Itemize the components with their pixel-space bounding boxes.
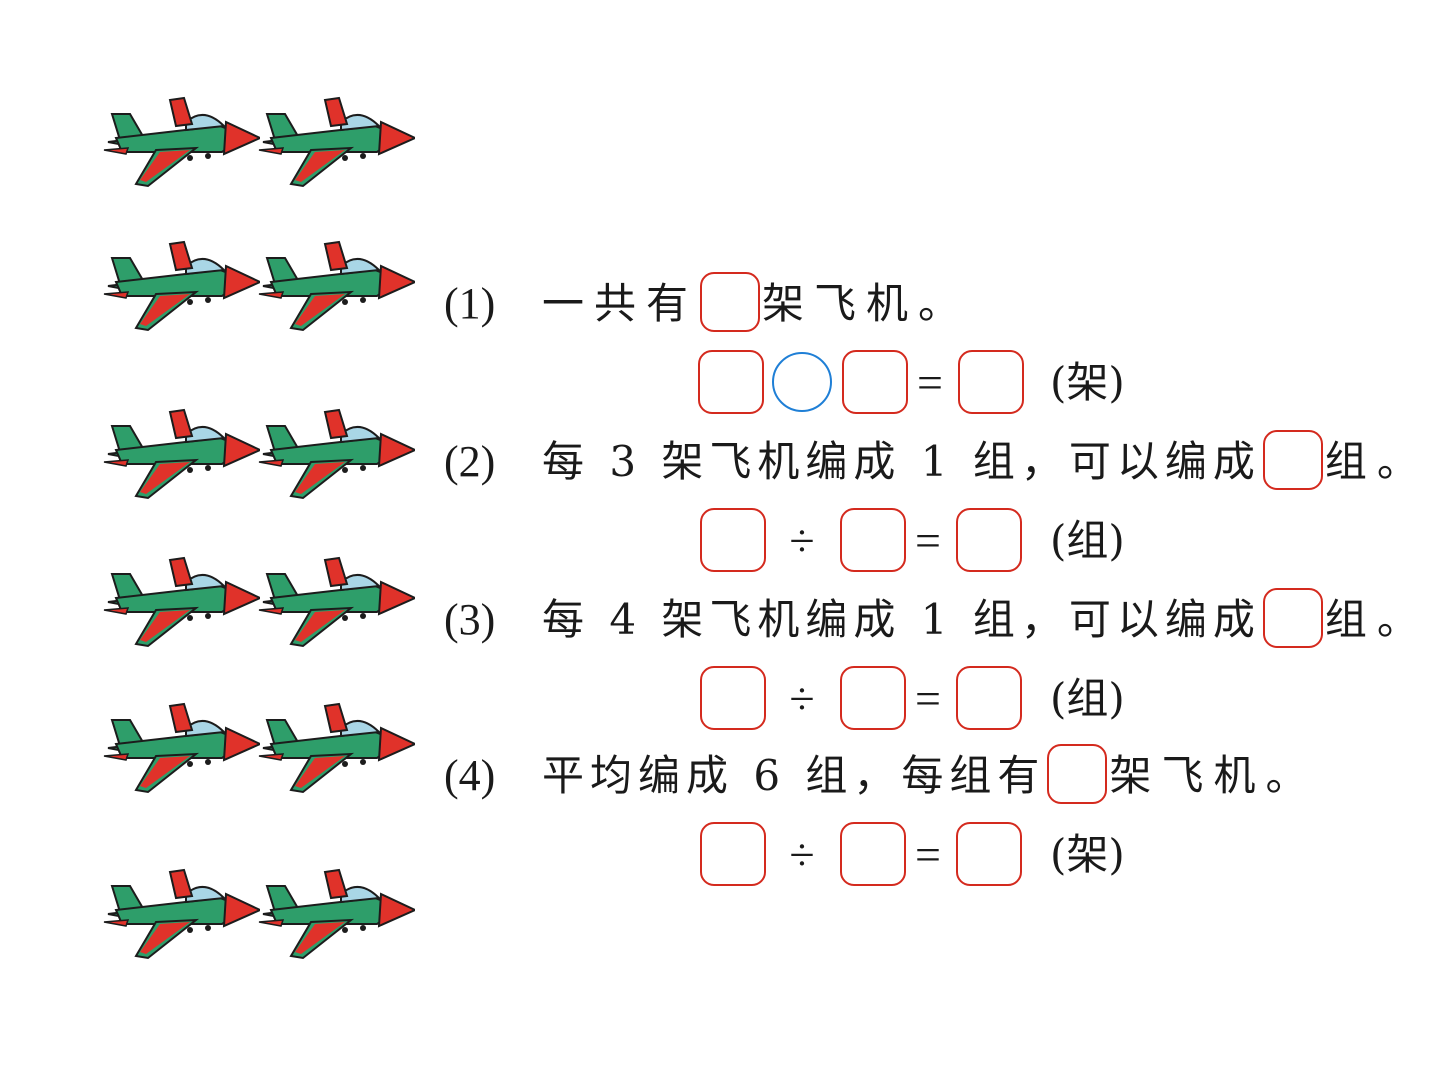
question-text-after: 架飞机。 — [1109, 751, 1318, 800]
plane-row — [100, 92, 420, 192]
plane-icon — [258, 241, 415, 331]
equation-box[interactable] — [956, 666, 1022, 730]
equation-box[interactable] — [840, 508, 906, 572]
question-3: (3) 每 4 架飞机编成 1 组，可以编成 组。 — [444, 588, 1429, 652]
equation-2: ÷ = (组) — [700, 508, 1160, 574]
equation-box[interactable] — [700, 666, 766, 730]
question-text: 每 4 架飞机编成 1 组，可以编成 — [542, 595, 1261, 644]
plane-illustration — [100, 0, 430, 1080]
equation-box[interactable] — [840, 666, 906, 730]
unit-label: (组) — [1050, 674, 1125, 723]
answer-box[interactable] — [700, 272, 761, 332]
plane-icon — [103, 703, 260, 793]
plane-icon — [258, 97, 415, 187]
equation-box[interactable] — [958, 350, 1024, 414]
equation-1: = (架) — [698, 350, 1158, 416]
question-text-after: 组。 — [1324, 437, 1429, 486]
answer-box[interactable] — [1262, 588, 1323, 648]
question-number: (2) — [444, 437, 496, 486]
plane-row — [100, 864, 420, 964]
divide-sign: ÷ — [789, 515, 815, 566]
plane-icon — [103, 241, 260, 331]
equation-box[interactable] — [840, 822, 906, 886]
plane-icon — [258, 869, 415, 959]
equals-sign: = — [915, 829, 941, 880]
equation-4: ÷ = (架) — [700, 822, 1160, 888]
equation-3: ÷ = (组) — [700, 666, 1160, 732]
plane-icon — [103, 409, 260, 499]
equals-sign: = — [915, 515, 941, 566]
question-4: (4) 平均编成 6 组，每组有 架飞机。 — [444, 744, 1317, 808]
answer-box[interactable] — [1262, 430, 1323, 490]
question-text: 一共有 — [542, 279, 699, 328]
unit-label: (架) — [1050, 830, 1125, 879]
answer-box[interactable] — [1047, 744, 1108, 804]
plane-row — [100, 404, 420, 504]
unit-label: (组) — [1050, 516, 1125, 565]
question-2: (2) 每 3 架飞机编成 1 组，可以编成 组。 — [444, 430, 1429, 494]
question-number: (4) — [444, 751, 496, 800]
plane-icon — [103, 97, 260, 187]
equals-sign: = — [915, 673, 941, 724]
equation-box[interactable] — [700, 508, 766, 572]
plane-icon — [258, 409, 415, 499]
question-text: 每 3 架飞机编成 1 组，可以编成 — [542, 437, 1261, 486]
plane-icon — [258, 557, 415, 647]
unit-label: (架) — [1050, 358, 1125, 407]
equation-box[interactable] — [842, 350, 908, 414]
question-number: (1) — [444, 279, 496, 328]
equation-box[interactable] — [956, 508, 1022, 572]
plane-row — [100, 552, 420, 652]
equation-box[interactable] — [956, 822, 1022, 886]
plane-icon — [103, 557, 260, 647]
operator-circle[interactable] — [772, 352, 832, 412]
divide-sign: ÷ — [789, 829, 815, 880]
equation-box[interactable] — [700, 822, 766, 886]
equation-box[interactable] — [698, 350, 764, 414]
question-text-after: 架飞机。 — [762, 279, 971, 328]
plane-icon — [258, 703, 415, 793]
question-text-after: 组。 — [1324, 595, 1429, 644]
plane-row — [100, 698, 420, 798]
question-1: (1) 一共有 架飞机。 — [444, 272, 970, 336]
divide-sign: ÷ — [789, 673, 815, 724]
question-text: 平均编成 6 组，每组有 — [542, 751, 1046, 800]
equals-sign: = — [917, 357, 943, 408]
plane-row — [100, 236, 420, 336]
plane-icon — [103, 869, 260, 959]
question-number: (3) — [444, 595, 496, 644]
